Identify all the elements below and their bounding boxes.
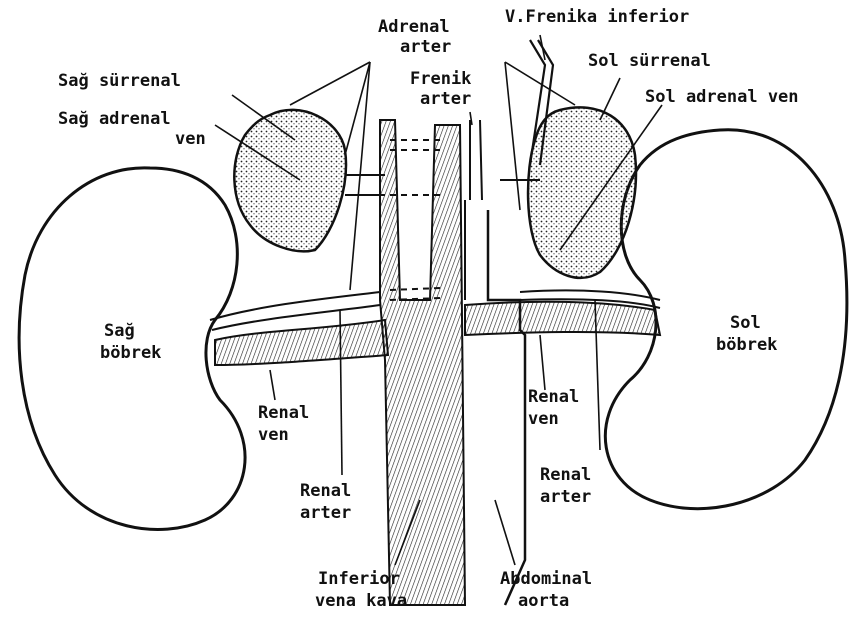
aorta-label-1: Abdominal bbox=[500, 569, 592, 589]
sol-adrenal-ven-label: Sol adrenal ven bbox=[645, 87, 799, 107]
ivc-label-2: vena kava bbox=[315, 591, 407, 611]
sol-renal-ven-label-2: ven bbox=[528, 409, 559, 429]
abdominal-aorta bbox=[488, 210, 525, 605]
frenik-arter-label-1: Frenik bbox=[410, 69, 471, 89]
frenik-arter-vessel bbox=[470, 120, 482, 200]
sag-renal-arter-label-2: arter bbox=[300, 503, 351, 523]
sol-surrenal-label: Sol sürrenal bbox=[588, 51, 711, 71]
aorta-label-2: aorta bbox=[518, 591, 569, 611]
sag-adrenal-ven-label-2: ven bbox=[175, 129, 206, 149]
sag-adrenal-ven-label-1: Sağ adrenal bbox=[58, 109, 171, 129]
sag-bobrek-label-2: böbrek bbox=[100, 343, 161, 363]
sag-renal-ven bbox=[215, 320, 388, 365]
adrenal-arter-label-2: arter bbox=[400, 37, 451, 57]
sol-bobrek-label-2: böbrek bbox=[716, 335, 777, 355]
adrenal-arter-label-1: Adrenal bbox=[378, 17, 450, 37]
sol-bobrek-label-1: Sol bbox=[730, 313, 761, 333]
frenik-arter-label-2: arter bbox=[420, 89, 471, 109]
sag-surrenal-label: Sağ sürrenal bbox=[58, 71, 181, 91]
sag-renal-ven-label-2: ven bbox=[258, 425, 289, 445]
sol-renal-ven bbox=[465, 302, 660, 335]
sol-renal-ven-label-1: Renal bbox=[528, 387, 579, 407]
sag-bobrek-label-1: Sağ bbox=[104, 321, 135, 341]
sag-renal-arter-label-1: Renal bbox=[300, 481, 351, 501]
sag-surrenal-gland bbox=[234, 110, 346, 251]
sol-renal-arter-label-2: arter bbox=[540, 487, 591, 507]
v-frenika-inferior-label: V.Frenika inferior bbox=[505, 7, 689, 27]
inferior-vena-kava bbox=[380, 120, 465, 605]
sag-renal-ven-label-1: Renal bbox=[258, 403, 309, 423]
ivc-label-1: Inferior bbox=[318, 569, 400, 589]
sol-renal-arter-label-1: Renal bbox=[540, 465, 591, 485]
